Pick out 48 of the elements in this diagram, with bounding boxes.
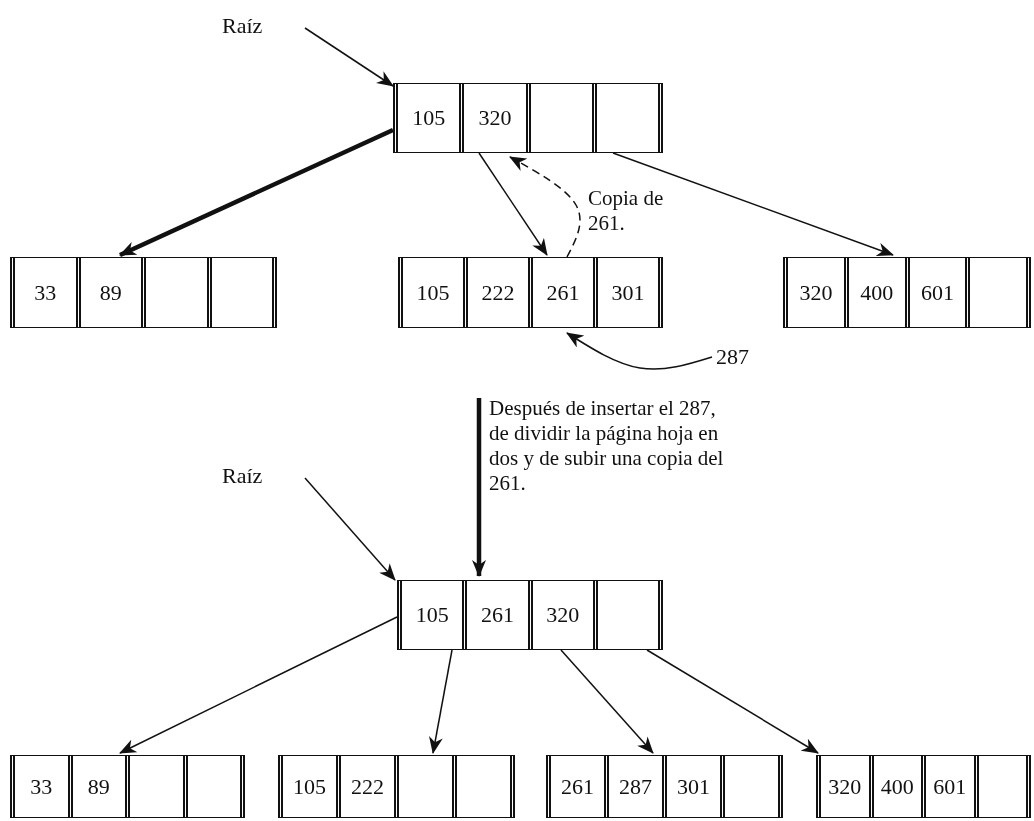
key-slot: 301: [662, 756, 720, 817]
key-slot: 320: [783, 258, 844, 327]
arrow: [304, 477, 396, 581]
b-tree-page: [278, 755, 515, 818]
arrow: [119, 127, 394, 258]
arrow: [560, 649, 654, 754]
b-tree-page: [10, 257, 277, 328]
pointer-label: 287: [716, 343, 756, 371]
key-slot: 400: [843, 258, 905, 327]
arrow: [472, 398, 486, 577]
arrow: [612, 152, 894, 257]
b-tree-page: [397, 580, 663, 650]
b-tree-page: [398, 257, 663, 328]
pointer-label: Raíz: [222, 12, 274, 40]
arrow: [119, 616, 398, 754]
key-slot: 33: [10, 258, 76, 327]
key-slot: 601: [921, 756, 974, 817]
key-slot: 261: [546, 756, 604, 817]
key-slot: 320: [527, 581, 593, 649]
key-slot: 601: [904, 258, 966, 327]
b-tree-page: [393, 83, 663, 153]
arrow: [566, 332, 713, 370]
key-slot: 33: [10, 756, 68, 817]
b-tree-page: [816, 755, 1031, 818]
b-tree-page: [783, 257, 1031, 328]
key-slot: 400: [868, 756, 921, 817]
b-tree-page: [546, 755, 783, 818]
key-slot: 105: [397, 581, 463, 649]
key-slot: 105: [393, 84, 460, 152]
key-slot: 89: [75, 258, 141, 327]
key-slot: 301: [593, 258, 663, 327]
pointer-label: Raíz: [222, 462, 274, 490]
arrow: [478, 152, 548, 256]
key-slot: 222: [463, 258, 528, 327]
arrow: [304, 27, 394, 87]
key-slot: 320: [459, 84, 526, 152]
arrow: [429, 649, 453, 754]
key-slot: 287: [604, 756, 662, 817]
key-slot: 320: [816, 756, 869, 817]
key-slot: 261: [462, 581, 528, 649]
key-slot: 105: [398, 258, 463, 327]
key-slot: 89: [67, 756, 125, 817]
b-tree-page: [10, 755, 245, 818]
key-slot: 261: [528, 258, 593, 327]
arrow: [509, 156, 581, 258]
key-slot: 222: [336, 756, 394, 817]
arrow: [646, 649, 819, 754]
key-slot: 105: [278, 756, 336, 817]
